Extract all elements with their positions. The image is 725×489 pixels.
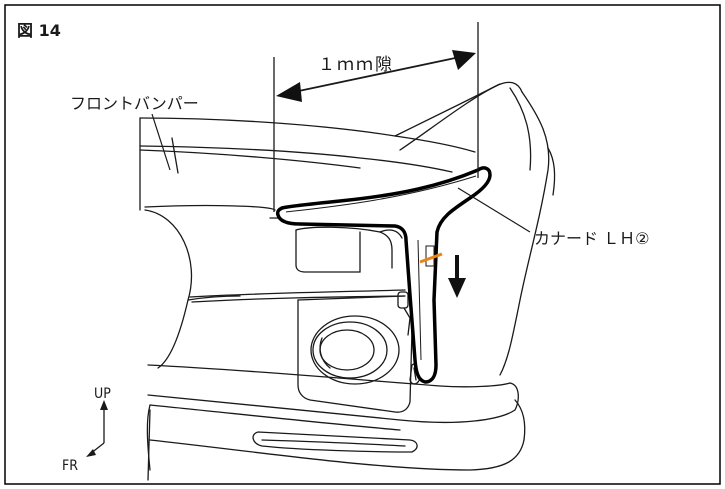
tape-mark bbox=[419, 245, 443, 267]
figure-title: 図 14 bbox=[17, 21, 61, 40]
front-bumper-label: フロントバンパー bbox=[70, 94, 199, 113]
up-arrow-icon bbox=[100, 400, 108, 410]
figure-frame bbox=[4, 4, 721, 485]
front-bumper-illustration bbox=[139, 81, 556, 481]
arrow-right-icon bbox=[452, 50, 476, 70]
up-label: UP bbox=[94, 386, 111, 402]
arrow-left-icon bbox=[276, 82, 302, 102]
canard-lh-part bbox=[275, 166, 492, 384]
front-label: FR bbox=[62, 458, 78, 474]
direction-indicator bbox=[86, 400, 108, 457]
gap-label: １ｍｍ隙 bbox=[318, 55, 394, 75]
front-bumper-leader-line bbox=[151, 113, 171, 171]
gap-dimension bbox=[273, 22, 479, 212]
down-arrow-icon bbox=[448, 255, 466, 298]
canard-label: カナード ＬＨ② bbox=[534, 229, 649, 248]
front-arrow-icon bbox=[86, 449, 96, 457]
canard-leader-line bbox=[457, 187, 531, 233]
